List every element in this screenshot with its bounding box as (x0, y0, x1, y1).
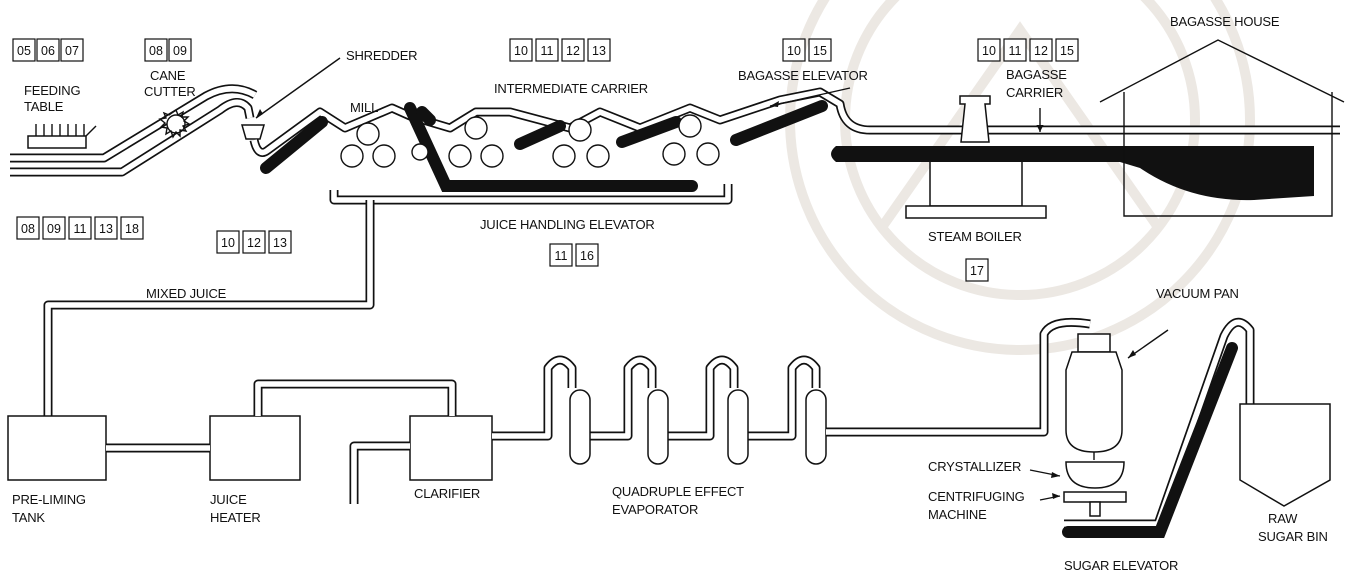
pre-liming-tank-box (7, 415, 107, 481)
sugar-elevator-label: SUGAR ELEVATOR (1064, 558, 1178, 573)
sugar-elevator-belt (1062, 342, 1238, 538)
bagasse-elevator-belt (730, 100, 828, 146)
code-box: 10 (982, 44, 996, 58)
code-box: 09 (173, 44, 187, 58)
raw-sugar-bin-label-2: SUGAR BIN (1258, 529, 1328, 544)
bagasse-carrier-label-1: BAGASSE (1006, 67, 1067, 82)
crystallizer-icon (1029, 461, 1125, 489)
feeding-table-label-1: FEEDING (24, 83, 80, 98)
code-box: 11 (74, 222, 87, 236)
code-box: 05 (17, 44, 31, 58)
code-box: 12 (247, 236, 261, 250)
code-box: 08 (21, 222, 35, 236)
code-box: 09 (47, 222, 61, 236)
clarifier-box (409, 415, 493, 481)
intermediate-carrier-belt-0 (416, 106, 436, 126)
intermediate-carrier-belt-1 (514, 120, 566, 150)
feeding-table-label-2: TABLE (24, 99, 64, 114)
mixed-juice-label: MIXED JUICE (146, 286, 227, 301)
feeding-table (27, 124, 97, 149)
pre-liming-tank-label-2: TANK (12, 510, 45, 525)
code-box: 17 (970, 264, 984, 278)
vacuum-pan-icon (1065, 329, 1169, 460)
code-box: 11 (541, 44, 554, 58)
juice-handling-elevator-label: JUICE HANDLING ELEVATOR (480, 217, 655, 232)
bagasse-carrier-label-2: CARRIER (1006, 85, 1063, 100)
code-box: 07 (65, 44, 79, 58)
evaporator-bodies (492, 355, 827, 465)
shredder-label: SHREDDER (346, 48, 417, 63)
intermediate-carrier-label: INTERMEDIATE CARRIER (494, 81, 648, 96)
code-box: 11 (1009, 44, 1022, 58)
juice-heater-label-1: JUICE (210, 492, 247, 507)
raw-sugar-bin-outline (1239, 403, 1331, 507)
code-box: 16 (580, 249, 594, 263)
labels: FEEDING TABLE CANE CUTTER SHREDDER MILL … (12, 14, 1328, 573)
intermediate-carrier-belt-2 (616, 116, 682, 148)
code-box: 18 (125, 222, 139, 236)
bagasse-elevator-arrow (769, 87, 851, 107)
code-box: 10 (514, 44, 528, 58)
code-box: 12 (1034, 44, 1048, 58)
bagasse-house-label: BAGASSE HOUSE (1170, 14, 1280, 29)
mill-rollers (340, 114, 720, 168)
code-boxes: 05 06 07 08 09 10 11 12 13 10 15 10 11 1… (12, 38, 1079, 282)
code-box: 08 (149, 44, 163, 58)
shredder-belt (260, 116, 328, 174)
juice-elevator-belt (404, 102, 698, 192)
code-box: 10 (787, 44, 801, 58)
crystallizer-label: CRYSTALLIZER (928, 459, 1021, 474)
evaporator-label-1: QUADRUPLE EFFECT (612, 484, 744, 499)
pre-liming-tank-label-1: PRE-LIMING (12, 492, 86, 507)
vacuum-pan-label: VACUUM PAN (1156, 286, 1239, 301)
shredder-icon (241, 57, 341, 140)
raw-sugar-bin-label-1: RAW (1268, 511, 1298, 526)
code-box: 10 (221, 236, 235, 250)
code-box: 15 (813, 44, 827, 58)
bagasse-carrier-arrow (1036, 108, 1044, 132)
juice-heater-box (209, 415, 301, 481)
code-box: 12 (566, 44, 580, 58)
centrifuging-machine-label-2: MACHINE (928, 507, 987, 522)
code-box: 13 (592, 44, 606, 58)
code-box: 13 (273, 236, 287, 250)
cane-cutter-label-2: CUTTER (144, 84, 196, 99)
mill-label: MILL (350, 100, 378, 115)
bagasse-elevator-label: BAGASSE ELEVATOR (738, 68, 868, 83)
bagasse-carrier-belt (831, 146, 1314, 201)
juice-heater-label-2: HEATER (210, 510, 261, 525)
steam-boiler-label: STEAM BOILER (928, 229, 1022, 244)
code-box: 06 (41, 44, 55, 58)
steam-boiler-icon (905, 95, 1047, 219)
cane-cutter-icon (158, 108, 191, 139)
cane-cutter-label-1: CANE (150, 68, 186, 83)
clarifier-label: CLARIFIER (414, 486, 480, 501)
code-box: 15 (1060, 44, 1074, 58)
code-box: 11 (555, 249, 568, 263)
code-box: 13 (99, 222, 113, 236)
centrifuging-machine-label-1: CENTRIFUGING (928, 489, 1025, 504)
bagasse-house-outline (1099, 39, 1345, 217)
centrifuging-machine-icon (1039, 491, 1127, 517)
evaporator-label-2: EVAPORATOR (612, 502, 698, 517)
